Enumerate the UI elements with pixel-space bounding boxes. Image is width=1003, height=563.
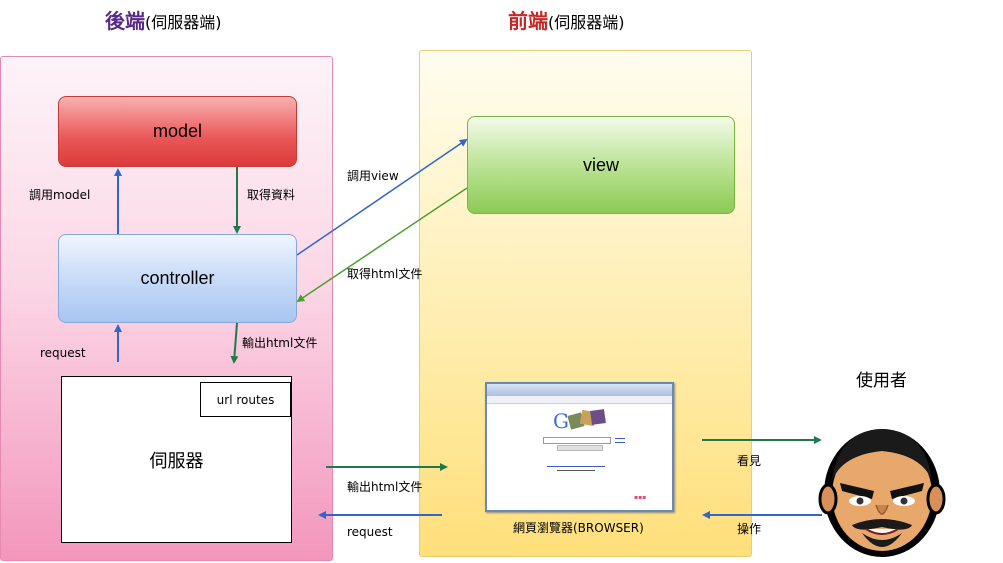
label-call-model: 調用model — [29, 188, 91, 202]
backend-title: 後端(伺服器端) — [105, 5, 222, 34]
arrow-output-html-backend — [230, 322, 239, 364]
view-box: view — [467, 116, 735, 214]
label-get-html: 取得html文件 — [347, 267, 423, 281]
user-avatar-icon — [818, 429, 946, 557]
label-get-data: 取得資料 — [247, 188, 296, 202]
label-operate: 操作 — [737, 522, 762, 536]
arrow-get-html — [296, 187, 468, 303]
svg-text:G: G — [553, 409, 569, 432]
label-request-backend: request — [40, 346, 86, 360]
label-see: 看見 — [737, 454, 762, 468]
label-output-html-backend: 輸出html文件 — [242, 336, 318, 350]
controller-label: controller — [140, 268, 215, 288]
frontend-title-main: 前端 — [508, 9, 548, 33]
browser-caption: 網頁瀏覽器(BROWSER) — [513, 521, 644, 535]
model-label: model — [152, 121, 203, 141]
url-routes-label: url routes — [216, 392, 275, 407]
view-label: view — [582, 154, 619, 175]
browser-window-icon: G ▪▪▪ — [485, 382, 674, 512]
frontend-title-sub: (伺服器端) — [548, 13, 625, 32]
backend-title-sub: (伺服器端) — [145, 13, 222, 32]
url-routes-box: url routes — [200, 382, 291, 417]
backend-title-main: 後端 — [105, 9, 145, 33]
frontend-title: 前端(伺服器端) — [508, 5, 625, 34]
arrow-call-view — [296, 138, 468, 256]
label-request-server: request — [347, 525, 393, 539]
controller-box: controller — [58, 234, 297, 323]
model-box: model — [58, 96, 297, 167]
label-call-view: 調用view — [347, 169, 399, 183]
user-label: 使用者 — [856, 371, 907, 391]
server-label: 伺服器 — [149, 450, 204, 471]
label-output-html-server: 輸出html文件 — [347, 480, 423, 494]
